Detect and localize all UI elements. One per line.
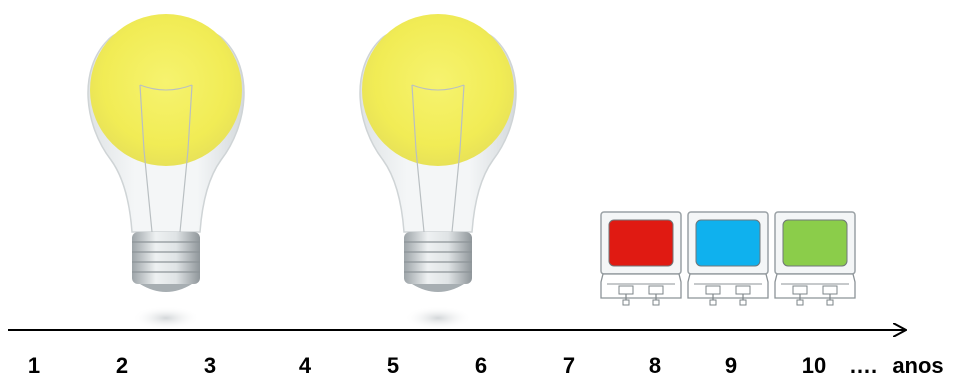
timeline-tick-label: 10	[802, 354, 826, 378]
timeline-ellipsis: ….	[849, 354, 877, 378]
led-chip-icon	[775, 212, 855, 305]
timeline-tick-label: 8	[649, 354, 661, 378]
timeline-tick-label: 5	[387, 354, 399, 378]
timeline-tick-label: 2	[116, 354, 128, 378]
led-chip-icon	[688, 212, 768, 305]
timeline-tick-label: 7	[563, 354, 575, 378]
led-emitter	[783, 220, 847, 266]
timeline-tick-label: 6	[475, 354, 487, 378]
timeline-tick-label: 3	[204, 354, 216, 378]
timeline-tick-label: 9	[725, 354, 737, 378]
incandescent-bulb-icon	[360, 14, 516, 330]
timeline-unit-label: anos	[892, 354, 943, 378]
timeline-tick-label: 1	[28, 354, 40, 378]
led-chip-icon	[601, 212, 681, 305]
incandescent-bulb-icon	[88, 14, 244, 330]
led-emitter	[609, 220, 673, 266]
led-emitter	[696, 220, 760, 266]
timeline-tick-label: 4	[299, 354, 311, 378]
